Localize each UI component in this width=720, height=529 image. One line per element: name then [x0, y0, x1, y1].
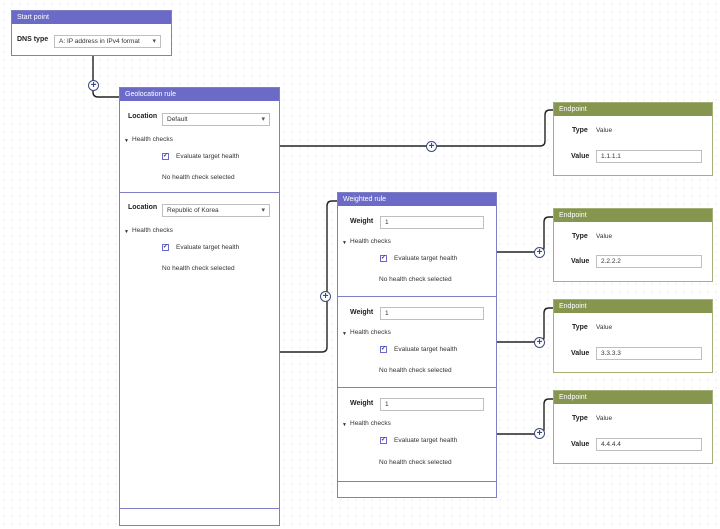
evaluate-health-label: Evaluate target health [394, 437, 458, 444]
weight-input[interactable]: 1 [380, 398, 484, 411]
start-point-title: Start point [12, 11, 171, 24]
evaluate-health-label: Evaluate target health [394, 255, 458, 262]
type-label: Type [572, 233, 588, 240]
endpoint-title: Endpoint [554, 391, 712, 404]
geolocation-rule-node: Geolocation rule Location Default ▼ Heal… [119, 87, 280, 526]
endpoint-value-input[interactable]: 2.2.2.2 [596, 255, 702, 268]
endpoint-node: Endpoint Type Value Value 2.2.2.2 [553, 208, 713, 282]
type-label: Type [572, 127, 588, 134]
weight-value: 1 [385, 401, 389, 408]
evaluate-health-checkbox[interactable]: ✓ [380, 346, 387, 353]
location-value: Default [167, 116, 188, 123]
evaluate-health-label: Evaluate target health [176, 244, 240, 251]
weight-input[interactable]: 1 [380, 307, 484, 320]
weighted-rule-node: Weighted rule Weight 1 ▼ Health checks ✓… [337, 192, 497, 498]
rule-divider [338, 296, 496, 297]
rule-divider [120, 508, 279, 509]
endpoint-node: Endpoint Type Value Value 3.3.3.3 [553, 299, 713, 373]
health-checks-toggle[interactable]: Health checks [350, 329, 391, 336]
value-label: Value [571, 153, 590, 160]
health-checks-toggle[interactable]: Health checks [350, 238, 391, 245]
start-point-node: Start point DNS type A: IP address in IP… [11, 10, 172, 56]
endpoint-value-input[interactable]: 1.1.1.1 [596, 150, 702, 163]
health-check-status: No health check selected [379, 367, 452, 374]
health-check-status: No health check selected [162, 265, 235, 272]
evaluate-health-checkbox[interactable]: ✓ [162, 244, 169, 251]
endpoint-value: 4.4.4.4 [601, 441, 621, 448]
location-select[interactable]: Default [162, 113, 270, 126]
rule-divider [338, 481, 496, 482]
rule-divider [338, 387, 496, 388]
triangle-down-icon[interactable]: ▼ [342, 422, 347, 428]
dns-type-value: A: IP address in IPv4 format [59, 38, 140, 45]
value-label: Value [571, 350, 590, 357]
endpoint-title: Endpoint [554, 300, 712, 313]
triangle-down-icon[interactable]: ▼ [342, 331, 347, 337]
type-value: Value [596, 324, 613, 331]
endpoint-value: 1.1.1.1 [601, 153, 621, 160]
weight-label: Weight [350, 309, 374, 316]
location-label: Location [128, 204, 158, 211]
endpoint-value: 3.3.3.3 [601, 350, 621, 357]
dns-type-label: DNS type [17, 36, 49, 43]
type-label: Type [572, 324, 588, 331]
value-label: Value [571, 258, 590, 265]
add-endpoint-button[interactable]: + [534, 337, 545, 348]
evaluate-health-checkbox[interactable]: ✓ [380, 255, 387, 262]
endpoint-title: Endpoint [554, 209, 712, 222]
type-label: Type [572, 415, 588, 422]
health-checks-toggle[interactable]: Health checks [350, 420, 391, 427]
weighted-rule-title: Weighted rule [338, 193, 496, 206]
type-value: Value [596, 127, 613, 134]
endpoint-node: Endpoint Type Value Value 4.4.4.4 [553, 390, 713, 464]
endpoint-value-input[interactable]: 4.4.4.4 [596, 438, 702, 451]
dns-type-select[interactable]: A: IP address in IPv4 format [54, 35, 161, 48]
triangle-down-icon[interactable]: ▼ [342, 240, 347, 246]
weight-label: Weight [350, 400, 374, 407]
health-checks-toggle[interactable]: Health checks [132, 136, 173, 143]
add-weighted-button[interactable]: + [320, 291, 331, 302]
location-select[interactable]: Republic of Korea [162, 204, 270, 217]
evaluate-health-checkbox[interactable]: ✓ [380, 437, 387, 444]
weight-input[interactable]: 1 [380, 216, 484, 229]
type-value: Value [596, 233, 613, 240]
health-checks-toggle[interactable]: Health checks [132, 227, 173, 234]
add-rule-button[interactable]: + [88, 80, 99, 91]
evaluate-health-label: Evaluate target health [176, 153, 240, 160]
evaluate-health-label: Evaluate target health [394, 346, 458, 353]
triangle-down-icon[interactable]: ▼ [124, 138, 129, 144]
endpoint-value: 2.2.2.2 [601, 258, 621, 265]
add-endpoint-button[interactable]: + [426, 141, 437, 152]
rule-divider [120, 192, 279, 193]
endpoint-node: Endpoint Type Value Value 1.1.1.1 [553, 102, 713, 176]
health-check-status: No health check selected [162, 174, 235, 181]
health-check-status: No health check selected [379, 459, 452, 466]
evaluate-health-checkbox[interactable]: ✓ [162, 153, 169, 160]
weight-value: 1 [385, 310, 389, 317]
add-endpoint-button[interactable]: + [534, 428, 545, 439]
location-value: Republic of Korea [167, 207, 219, 214]
geolocation-rule-title: Geolocation rule [120, 88, 279, 101]
value-label: Value [571, 441, 590, 448]
weight-value: 1 [385, 219, 389, 226]
location-label: Location [128, 113, 158, 120]
weight-label: Weight [350, 218, 374, 225]
triangle-down-icon[interactable]: ▼ [124, 229, 129, 235]
endpoint-value-input[interactable]: 3.3.3.3 [596, 347, 702, 360]
health-check-status: No health check selected [379, 276, 452, 283]
endpoint-title: Endpoint [554, 103, 712, 116]
type-value: Value [596, 415, 613, 422]
add-endpoint-button[interactable]: + [534, 247, 545, 258]
